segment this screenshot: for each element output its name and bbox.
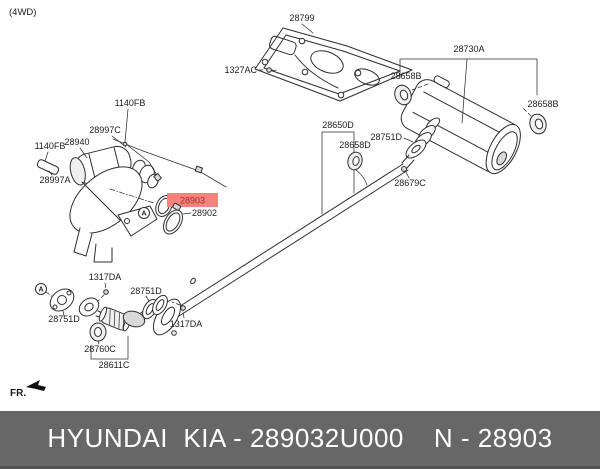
- part-label-28997a[interactable]: 28997A: [39, 175, 70, 185]
- part-label-1140fb-left[interactable]: 1140FB: [35, 141, 66, 151]
- part-label-28799[interactable]: 28799: [289, 13, 314, 23]
- section-line-upper: [109, 188, 155, 204]
- bolt-28679c-drawing: [401, 166, 410, 179]
- nut-1140fb-top-drawing: [122, 108, 129, 147]
- part-label-28940[interactable]: 28940: [64, 137, 89, 147]
- gasket-28751d-left-drawing: [49, 288, 75, 317]
- part-label-28730a[interactable]: 28730A: [453, 44, 484, 54]
- part-label-28902[interactable]: 28902: [192, 208, 217, 218]
- bolt-1317da-lower-drawing: [171, 301, 186, 319]
- part-label-28903-highlighted[interactable]: 28903: [180, 196, 205, 206]
- section-line-lower: [45, 291, 54, 298]
- part-label-28658b-right[interactable]: 28658B: [527, 99, 558, 109]
- brand-part-number: HYUNDAI KIA - 289032U000: [47, 423, 404, 453]
- part-label-28658b-left[interactable]: 28658B: [390, 71, 421, 81]
- exhaust-diagram-canvas: (4WD) 28799 1327AC: [9, 7, 559, 399]
- highlighted-part-callout: [167, 193, 218, 207]
- muffler-drawing: [400, 75, 521, 175]
- bracket-28730a: [399, 58, 538, 96]
- center-pipe-drawing: [152, 163, 409, 336]
- section-marker-a-lower: A: [35, 283, 47, 295]
- bracket-28611c: [90, 335, 129, 360]
- part-label-28751d-upper[interactable]: 28751D: [370, 132, 402, 142]
- svg-text:A: A: [38, 287, 43, 294]
- leader-28751d-upper: [403, 137, 414, 143]
- hanger-28658b-left-drawing: [394, 83, 429, 106]
- leader-28751d-right: [145, 295, 150, 302]
- part-label-28997c[interactable]: 28997C: [89, 125, 121, 135]
- hanger-28658d-drawing: [347, 151, 368, 186]
- section-marker-a-upper: A: [138, 207, 150, 219]
- front-direction-label: FR.: [10, 388, 26, 399]
- catalog-part-number: N - 28903: [433, 423, 553, 453]
- hanger-28760c-drawing: [89, 322, 107, 345]
- leader-28799: [301, 23, 314, 34]
- part-label-28611c[interactable]: 28611C: [99, 360, 130, 370]
- variant-label: (4WD): [9, 7, 36, 18]
- part-label-28751d-right[interactable]: 28751D: [130, 286, 162, 296]
- bolt-1327ac-drawing: [258, 67, 279, 73]
- bracket-28997a-drawing: [36, 159, 60, 176]
- svg-text:A: A: [141, 211, 146, 218]
- leader-28940: [79, 147, 88, 159]
- part-label-1327ac[interactable]: 1327AC: [224, 65, 257, 75]
- hanger-28658b-right-drawing: [522, 107, 547, 135]
- heat-shield-drawing: [254, 27, 413, 102]
- leader-28730a: [461, 58, 468, 124]
- part-label-28760c[interactable]: 28760C: [84, 344, 116, 354]
- front-pipe-drawing: [78, 294, 168, 332]
- part-number-bar: HYUNDAI KIA - 289032U000 N - 28903: [0, 411, 600, 469]
- front-direction-arrow-icon: [26, 380, 46, 391]
- part-label-28658d[interactable]: 28658D: [339, 140, 371, 150]
- part-label-28679c[interactable]: 28679C: [394, 178, 426, 188]
- part-label-28650d[interactable]: 28650D: [322, 120, 354, 130]
- part-label-1317da-upper[interactable]: 1317DA: [89, 272, 122, 282]
- part-label-28751d-left[interactable]: 28751D: [48, 314, 80, 324]
- wiring-28997c-drawing: [111, 135, 227, 188]
- part-label-1317da-lower[interactable]: 1317DA: [170, 319, 203, 329]
- bolt-1317da-upper-drawing: [97, 282, 109, 302]
- part-label-1140fb-top[interactable]: 1140FB: [115, 98, 146, 108]
- clamp-28902-drawing: [163, 202, 192, 235]
- catalytic-converter-drawing: [69, 145, 159, 263]
